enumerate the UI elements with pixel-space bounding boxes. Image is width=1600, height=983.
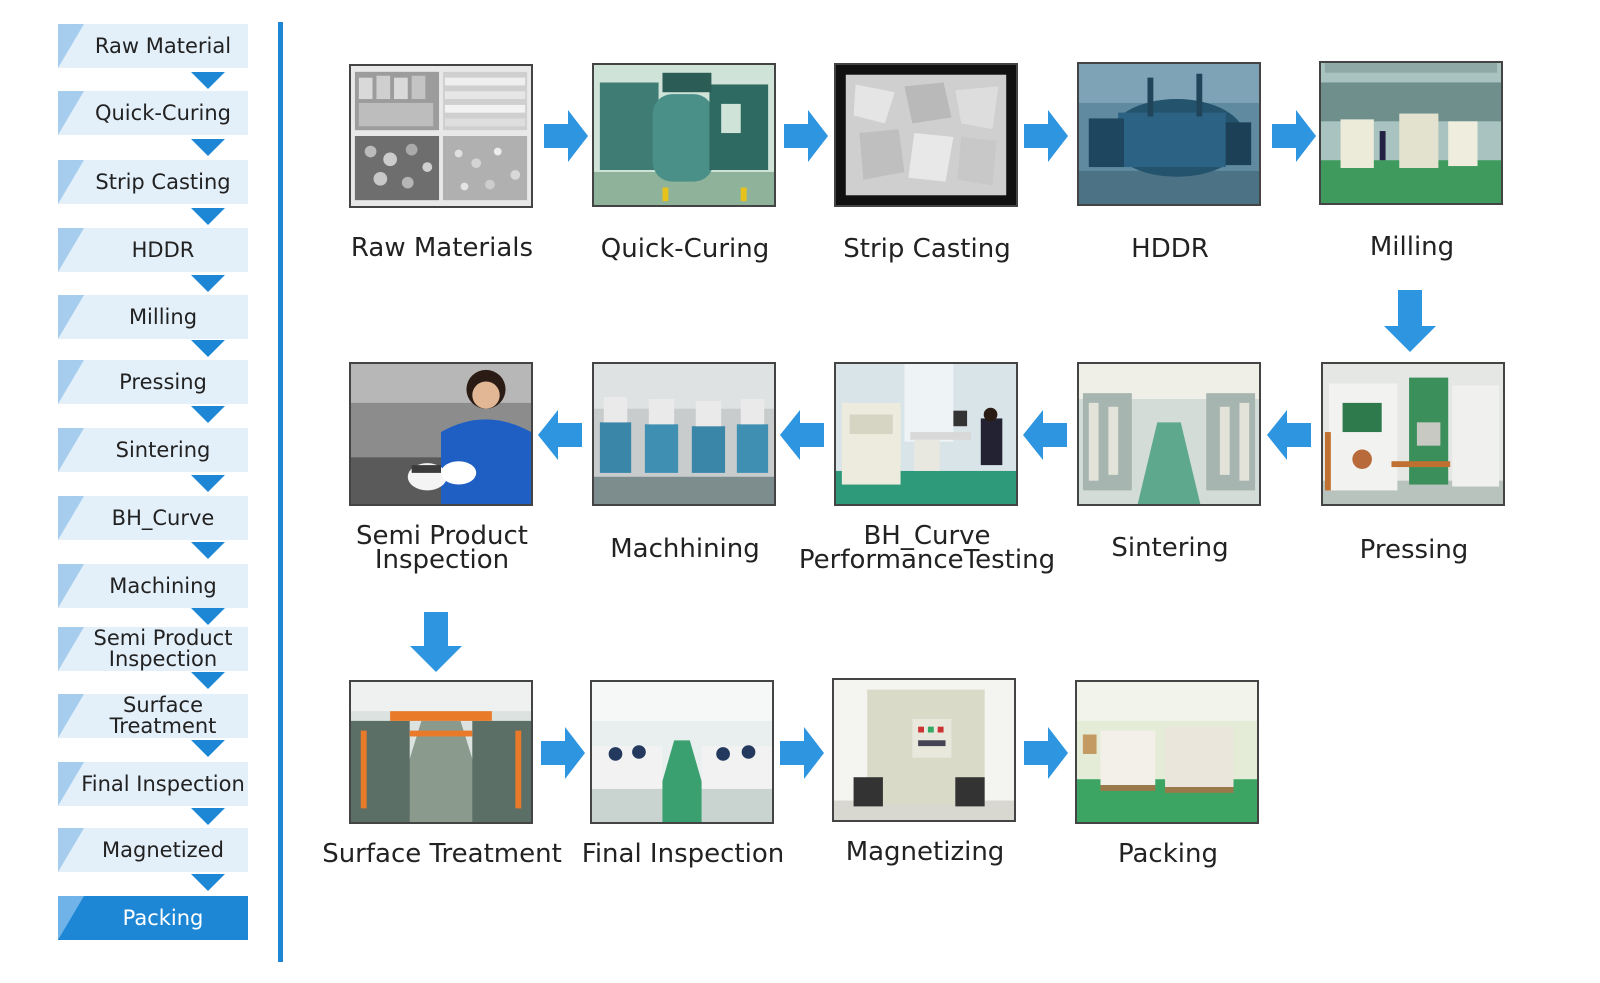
step-caption: Machhining: [610, 534, 760, 564]
sidebar-step-label: Machining: [109, 573, 217, 598]
sidebar-step-final-inspection[interactable]: Final Inspection: [58, 762, 248, 806]
left-arrow-icon: [1023, 410, 1067, 460]
sidebar-step-semi-product-inspection[interactable]: Semi Product Inspection: [58, 627, 248, 671]
step-caption: Raw Materials: [350, 233, 534, 263]
sidebar-step-label: BH_Curve: [111, 505, 215, 530]
sidebar-step-label: Raw Material: [94, 33, 232, 58]
sidebar-tab: [58, 896, 248, 940]
sidebar-tab: [58, 762, 248, 806]
sidebar-step-raw-material[interactable]: Raw Material: [58, 24, 248, 68]
down-arrow-icon: [191, 808, 225, 825]
sidebar-step-label: Sintering: [115, 437, 211, 462]
right-arrow-icon: [1024, 110, 1068, 162]
sidebar-step-label: Packing: [122, 905, 204, 930]
right-arrow-icon: [541, 727, 585, 779]
machhining-photo: [592, 362, 776, 506]
down-arrow-icon: [410, 612, 462, 672]
sidebar-step-label: HDDR: [131, 237, 195, 262]
sidebar-step-quick-curing[interactable]: Quick-Curing: [58, 91, 248, 135]
quick-curing-photo: [592, 63, 776, 207]
sidebar-tab: [58, 496, 248, 540]
step-caption: Pressing: [1359, 535, 1469, 565]
right-arrow-icon: [1024, 727, 1068, 779]
step-caption: Surface Treatment: [322, 839, 562, 869]
step-caption: Milling: [1369, 232, 1455, 262]
right-arrow-icon: [1272, 110, 1316, 162]
sidebar-tab: [58, 627, 248, 671]
left-arrow-icon: [1267, 410, 1311, 460]
sidebar-step-label: Strip Casting: [95, 169, 231, 194]
sintering-photo: [1077, 362, 1261, 506]
down-arrow-icon: [191, 672, 225, 689]
sidebar-step-label: Semi Product Inspection: [93, 626, 233, 671]
sidebar-step-strip-casting[interactable]: Strip Casting: [58, 160, 248, 204]
sidebar-tab: [58, 694, 248, 738]
down-arrow-icon: [191, 874, 225, 891]
sidebar-step-sintering[interactable]: Sintering: [58, 428, 248, 472]
hddr-photo: [1077, 62, 1261, 206]
surface-treatment-photo: [349, 680, 533, 824]
sidebar-step-bh-curve[interactable]: BH_Curve: [58, 496, 248, 540]
pressing-photo: [1321, 362, 1505, 506]
sidebar-tab: [58, 228, 248, 272]
down-arrow-icon: [191, 608, 225, 625]
sidebar-tab: [58, 91, 248, 135]
sidebar-step-hddr[interactable]: HDDR: [58, 228, 248, 272]
sidebar-tab: [58, 828, 248, 872]
sidebar-step-label: Final Inspection: [81, 771, 245, 796]
process-sidebar: Raw Material Quick-Curing Strip Casting …: [0, 0, 260, 983]
step-caption: Sintering: [1111, 533, 1229, 563]
sidebar-tab: [58, 360, 248, 404]
down-arrow-icon: [191, 72, 225, 89]
down-arrow-icon: [191, 406, 225, 423]
sidebar-tab: [58, 295, 248, 339]
strip-casting-photo: [834, 63, 1018, 207]
step-caption: Semi Product Inspection: [355, 521, 529, 575]
right-arrow-icon: [784, 110, 828, 162]
bh-curve-testing-photo: [834, 362, 1018, 506]
sidebar-step-pressing[interactable]: Pressing: [58, 360, 248, 404]
final-inspection-photo: [590, 680, 774, 824]
left-arrow-icon: [780, 410, 824, 460]
sidebar-tab: [58, 564, 248, 608]
sidebar-divider: [278, 22, 283, 962]
down-arrow-icon: [191, 740, 225, 757]
raw-materials-photo: [349, 64, 533, 208]
sidebar-step-label: Quick-Curing: [94, 100, 232, 125]
right-arrow-icon: [544, 110, 588, 162]
down-arrow-icon: [191, 275, 225, 292]
down-arrow-icon: [191, 139, 225, 156]
sidebar-step-label: Magnetized: [102, 837, 224, 862]
down-arrow-icon: [1384, 290, 1436, 352]
sidebar-tab: [58, 428, 248, 472]
right-arrow-icon: [780, 727, 824, 779]
down-arrow-icon: [191, 340, 225, 357]
sidebar-tab: [58, 24, 248, 68]
step-caption: Final Inspection: [581, 839, 785, 869]
sidebar-step-label: Milling: [128, 304, 198, 329]
step-caption: Quick-Curing: [600, 234, 770, 264]
semi-product-inspection-photo: [349, 362, 533, 506]
sidebar-step-magnetized[interactable]: Magnetized: [58, 828, 248, 872]
sidebar-step-label: Surface Treatment: [109, 693, 217, 738]
step-caption: Magnetizing: [845, 837, 1005, 867]
down-arrow-icon: [191, 542, 225, 559]
step-caption: Strip Casting: [843, 234, 1011, 264]
magnetizing-photo: [832, 678, 1016, 822]
sidebar-step-packing[interactable]: Packing: [58, 896, 248, 940]
sidebar-step-surface-treatment[interactable]: Surface Treatment: [58, 694, 248, 738]
down-arrow-icon: [191, 208, 225, 225]
sidebar-tab: [58, 160, 248, 204]
left-arrow-icon: [538, 410, 582, 460]
down-arrow-icon: [191, 475, 225, 492]
packing-photo: [1075, 680, 1259, 824]
step-caption: HDDR: [1131, 234, 1209, 264]
step-caption: Packing: [1117, 839, 1218, 869]
sidebar-step-label: Pressing: [119, 369, 207, 394]
milling-photo: [1319, 61, 1503, 205]
step-caption: BH_Curve PerformanceTesting: [798, 521, 1056, 575]
sidebar-step-machining[interactable]: Machining: [58, 564, 248, 608]
sidebar-step-milling[interactable]: Milling: [58, 295, 248, 339]
